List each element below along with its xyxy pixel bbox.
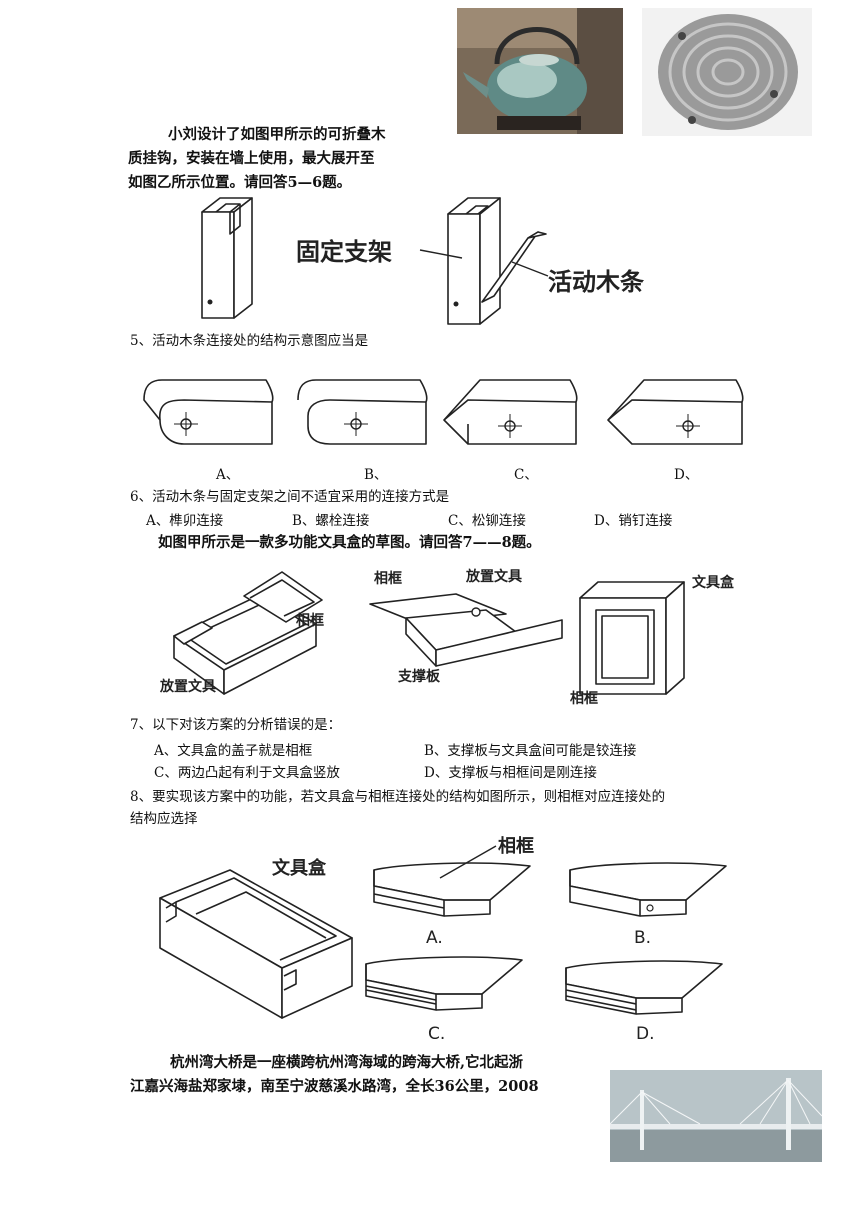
stationery-box-side-figure — [369, 593, 563, 667]
q5-option-d[interactable]: D、 — [674, 467, 699, 483]
q8-box-figure — [159, 869, 353, 1019]
q8-option-a[interactable]: A. — [426, 928, 443, 948]
intro-bridge-line2: 江嘉兴海盐郑家埭，南至宁波慈溪水路湾，全长36公里，2008 — [130, 1078, 539, 1095]
q5-stem: 5、活动木条连接处的结构示意图应当是 — [130, 333, 369, 349]
q5-option-b[interactable]: B、 — [364, 467, 388, 483]
q8-option-c[interactable]: C. — [428, 1024, 446, 1044]
q7-option-a[interactable]: A、文具盒的盖子就是相框 — [154, 743, 313, 759]
q5-option-b-figure — [297, 379, 428, 445]
intro-q5-6-line1: 小刘设计了如图甲所示的可折叠木 — [168, 126, 386, 143]
q8-option-a-figure — [373, 862, 531, 917]
q8-option-d[interactable]: D. — [636, 1024, 655, 1044]
q8-option-b[interactable]: B. — [634, 928, 652, 948]
bridge-photo — [609, 1070, 823, 1162]
hook-figure-a — [201, 197, 253, 319]
q8-option-b-figure — [569, 862, 727, 917]
q8-stem-line1: 8、要实现该方案中的功能，若文具盒与相框连接处的结构如图所示，则相框对应连接处的 — [130, 789, 666, 805]
stationery-box-open-figure — [173, 571, 323, 695]
q5-option-d-figure — [607, 379, 744, 445]
fixed-bracket-label: 固定支架 — [296, 238, 392, 266]
fig2-photo-frame-label: 相框 — [296, 613, 324, 629]
q6-stem: 6、活动木条与固定支架之间不适宜采用的连接方式是 — [130, 489, 450, 505]
q7-option-c[interactable]: C、两边凸起有利于文具盒竖放 — [154, 765, 340, 781]
kettle-bottom-photo — [642, 8, 812, 136]
q6-option-d[interactable]: D、销钉连接 — [594, 513, 673, 529]
intro-bridge-line1: 杭州湾大桥是一座横跨杭州湾海域的跨海大桥,它北起浙 — [170, 1054, 524, 1071]
q7-option-b[interactable]: B、支撑板与文具盒间可能是铰连接 — [424, 743, 637, 759]
intro-q5-6-line3: 如图乙所示位置。请回答5—6题。 — [128, 174, 352, 191]
q8-frame-label: 相框 — [498, 836, 534, 857]
kettle-photo — [457, 8, 623, 134]
q6-option-b[interactable]: B、螺栓连接 — [292, 513, 370, 529]
intro-q7-8: 如图甲所示是一款多功能文具盒的草图。请回答7——8题。 — [158, 534, 541, 551]
intro-q5-6-line2: 质挂钩，安装在墙上使用，最大展开至 — [128, 150, 375, 167]
fig2-place-stationery-label-a: 放置文具 — [160, 679, 216, 695]
q8-option-d-figure — [565, 960, 723, 1015]
q6-option-a[interactable]: A、榫卯连接 — [146, 513, 224, 529]
movable-strip-label: 活动木条 — [548, 268, 644, 296]
hook-leader-lines — [419, 249, 549, 277]
q8-stem-line2: 结构应选择 — [130, 811, 198, 827]
q5-option-c[interactable]: C、 — [514, 467, 538, 483]
q5-option-c-figure — [443, 379, 578, 445]
q7-option-d[interactable]: D、支撑板与相框间是刚连接 — [424, 765, 597, 781]
stationery-box-upright-figure — [579, 581, 685, 695]
fig2-place-stationery-label-b: 放置文具 — [466, 569, 522, 585]
q8-box-label: 文具盒 — [272, 858, 326, 879]
q6-option-c[interactable]: C、松铆连接 — [448, 513, 526, 529]
q7-stem: 7、以下对该方案的分析错误的是： — [130, 717, 342, 733]
q5-option-a-figure — [143, 379, 274, 445]
q8-option-c-figure — [365, 956, 523, 1011]
fig2-photo-frame-label-b: 相框 — [374, 571, 402, 587]
fig2-photo-frame-label-c: 相框 — [570, 691, 598, 707]
fig2-stationery-box-label: 文具盒 — [692, 575, 734, 591]
q5-option-a[interactable]: A、 — [216, 467, 240, 483]
fig2-support-board-label: 支撑板 — [398, 669, 440, 685]
hook-figure-b — [447, 197, 547, 325]
